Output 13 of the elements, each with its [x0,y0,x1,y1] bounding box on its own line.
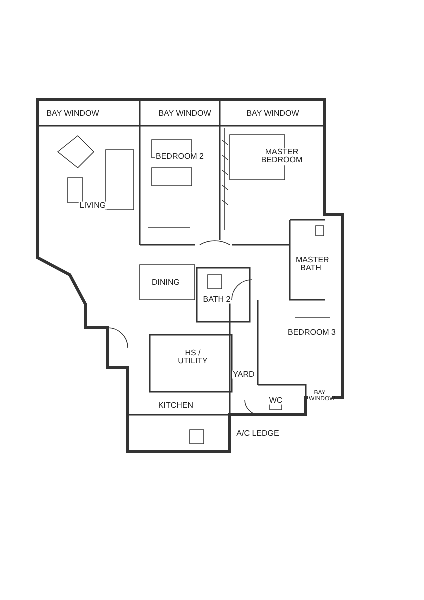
area-label: BAY WINDOW [158,110,212,118]
area-label: BAY WINDOW [46,110,100,118]
room-label: DINING [151,278,181,288]
room-label: BATH 2 [202,296,232,304]
room-label: KITCHEN [157,402,195,410]
room-label: BEDROOM 2 [155,152,205,162]
room-label: WC [268,396,284,406]
area-label: A/C LEDGE [236,430,280,438]
room-label: LIVING [78,202,108,210]
room-label: BEDROOM 3 [287,328,337,338]
room-label: MASTER BATH [295,256,327,274]
room-label: YARD [232,370,256,380]
area-label: BAY WINDOW [246,110,300,118]
